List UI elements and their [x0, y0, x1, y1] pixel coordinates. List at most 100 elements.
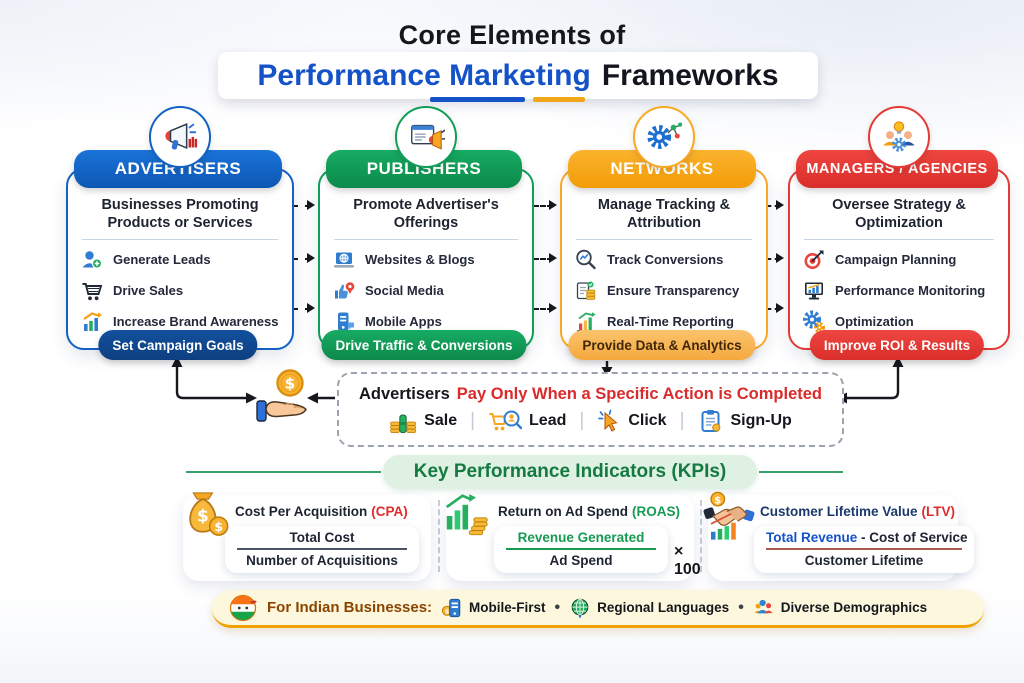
cart-magnifier-icon [489, 410, 523, 431]
gear-network-icon [633, 106, 695, 168]
svg-text:$: $ [714, 495, 721, 506]
kpi-card-cpa: $ $ Cost Per Acquisition(CPA) Total Cost … [183, 492, 431, 581]
svg-text:$: $ [445, 607, 450, 615]
kpi-line-right [759, 471, 843, 473]
india-mascot-icon [229, 594, 257, 621]
title-rest: Frameworks [601, 58, 779, 92]
document-coins-icon [576, 281, 596, 300]
list-item: Increase Brand Awareness [80, 306, 286, 337]
growth-chart-icon [83, 312, 102, 331]
kpi-line-left [186, 471, 381, 473]
shopping-cart-icon [82, 282, 103, 300]
list-item: Optimization [802, 306, 1002, 337]
kpi-heading: Key Performance Indicators (KPIs) [383, 455, 757, 489]
title-highlight: Performance Marketing [257, 58, 591, 92]
india-label: For Indian Businesses: [267, 599, 433, 616]
divider [82, 239, 278, 241]
people-group-icon [754, 599, 773, 613]
kpi-separator [438, 500, 440, 572]
kpi-formula: Total Cost Number of Acquisitions [225, 526, 419, 573]
india-item-languages: Regional Languages [569, 597, 729, 619]
list-item: Drive Sales [80, 275, 286, 306]
hand-coin-icon: $ [250, 368, 316, 430]
flow-arrow-right-icon [533, 200, 557, 210]
fraction-bar [506, 548, 656, 550]
mobile-coin-icon: $ [441, 598, 461, 617]
column-footer-publishers: Drive Traffic & Conversions [321, 330, 527, 360]
svg-text:$: $ [214, 520, 223, 534]
payment-action-signup: Sign-Up [698, 408, 792, 434]
growth-coins-icon [440, 489, 494, 543]
title-banner: Performance Marketing Frameworks [218, 52, 818, 99]
gears-icon [803, 310, 825, 333]
flow-arrow-right-icon [766, 303, 784, 313]
kpi-card-ltv: $ Customer Lifetime Value(LTV) Total Rev… [703, 491, 974, 581]
money-bag-icon: $$ [177, 489, 231, 543]
list-item: Track Conversions [574, 244, 760, 275]
column-card-advertisers: Businesses Promoting Products or Service… [66, 168, 294, 350]
column-footer-advertisers: Set Campaign Goals [98, 330, 258, 360]
list-item: Generate Leads [80, 244, 286, 275]
list-item: Websites & Blogs [332, 244, 526, 275]
divider [334, 239, 518, 241]
kpi-abbr: (CPA) [371, 504, 408, 519]
column-card-publishers: Promote Advertiser's Offerings Websites … [318, 168, 534, 350]
column-subtitle: Manage Tracking & Attribution [597, 197, 731, 232]
kpi-formula: Revenue Generated Ad Spend [494, 526, 668, 573]
separator: | [470, 410, 476, 431]
svg-text:$: $ [197, 506, 209, 526]
kpi-abbr: (ROAS) [632, 504, 680, 519]
title-underline-blue [430, 97, 525, 102]
payment-actions: Sale | Lead | Click | Sign-Up [389, 408, 792, 434]
signup-clipboard-icon [701, 410, 720, 432]
flow-arrow-right-icon [766, 200, 784, 210]
column-subtitle: Oversee Strategy & Optimization [832, 197, 966, 232]
list-item: Ensure Transparency [574, 275, 760, 306]
person-add-icon [82, 251, 103, 269]
kpi-title: Return on Ad Spend(ROAS) [498, 504, 680, 519]
cursor-click-icon [598, 409, 618, 432]
column-footer-networks: Provide Data & Analytics [568, 330, 756, 360]
webpage-megaphone-icon [395, 106, 457, 168]
divider [576, 239, 752, 241]
kpi-multiplier: × 100 [674, 543, 701, 578]
title-line1: Core Elements of [398, 20, 626, 50]
team-idea-icon [868, 106, 930, 168]
flow-arrow-right-icon [766, 253, 784, 263]
list-item: Performance Monitoring [802, 275, 1002, 306]
separator: | [679, 410, 685, 431]
list-item: Campaign Planning [802, 244, 1002, 275]
flow-arrow-right-icon [292, 200, 315, 210]
dot-separator: • [738, 598, 744, 616]
kpi-separator [700, 500, 702, 572]
india-item-demographics: Diverse Demographics [753, 597, 927, 619]
list-item: Social Media [332, 275, 526, 306]
india-item-mobile: $ Mobile-First [441, 597, 546, 619]
handshake-icon: $ [702, 489, 756, 543]
column-card-networks: Manage Tracking & Attribution Track Conv… [560, 168, 768, 350]
kpi-card-roas: Return on Ad Spend(ROAS) Revenue Generat… [445, 494, 701, 581]
flow-arrow-right-icon [533, 253, 557, 263]
column-footer-managers: Improve ROI & Results [809, 330, 985, 360]
dot-separator: • [554, 598, 561, 616]
flow-arrow-right-icon [533, 303, 557, 313]
monitor-chart-icon [805, 282, 823, 300]
mobile-phone-icon [338, 312, 354, 331]
payment-action-sale: Sale [389, 408, 457, 434]
kpi-title: Cost Per Acquisition(CPA) [235, 504, 408, 519]
svg-text:$: $ [285, 375, 295, 393]
fraction-bar [237, 548, 407, 550]
flow-arrow-right-icon [292, 303, 315, 313]
coins-icon [390, 414, 417, 434]
kpi-title: Customer Lifetime Value(LTV) [760, 504, 956, 519]
fraction-bar [766, 548, 962, 550]
globe-icon [571, 598, 589, 618]
kpi-formula: Total Revenue - Cost of Service Customer… [754, 526, 974, 573]
target-dart-icon [804, 250, 824, 269]
payment-prefix: Advertisers [358, 385, 450, 403]
list-item: Mobile Apps [332, 306, 526, 337]
separator: | [579, 410, 585, 431]
divider [804, 239, 994, 241]
